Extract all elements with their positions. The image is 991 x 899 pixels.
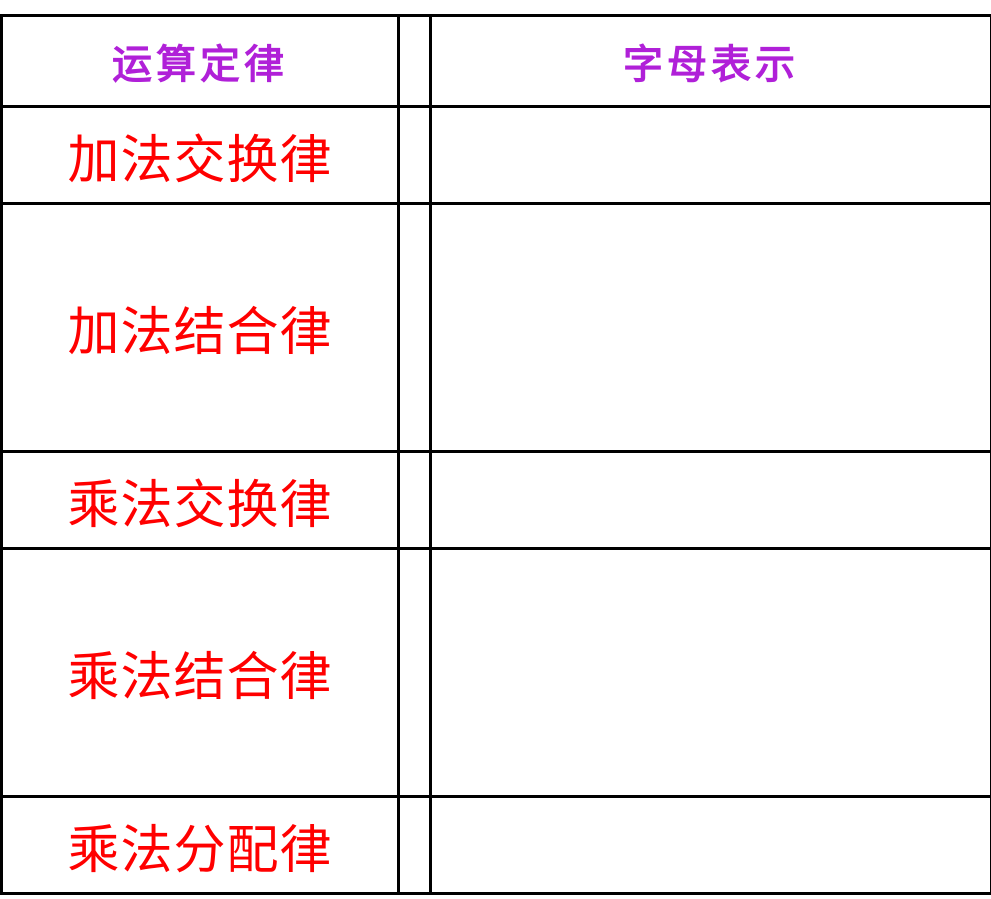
law-name-cell: 乘法结合律 <box>0 547 400 798</box>
table-row: 加法交换律 <box>0 105 991 205</box>
law-name-cell: 加法结合律 <box>0 202 400 453</box>
law-name-cell: 加法交换律 <box>0 105 400 205</box>
table-header-row: 运算定律 字母表示 <box>0 14 991 108</box>
divider-cell <box>397 14 432 108</box>
law-name-cell: 乘法交换律 <box>0 450 400 550</box>
law-name: 加法交换律 <box>67 130 333 191</box>
header-law-cell: 运算定律 <box>0 14 400 108</box>
expression-answer-cell[interactable] <box>429 202 991 453</box>
table-row: 乘法分配律 <box>0 795 991 895</box>
law-name: 乘法交换律 <box>67 475 333 536</box>
header-law-label: 运算定律 <box>112 42 288 88</box>
divider-cell <box>397 795 432 895</box>
expression-answer-cell[interactable] <box>429 547 991 798</box>
expression-answer-cell[interactable] <box>429 795 991 895</box>
law-name-cell: 乘法分配律 <box>0 795 400 895</box>
header-expression-label: 字母表示 <box>623 42 799 88</box>
operation-laws-table: 运算定律 字母表示 加法交换律 加法结合律 <box>0 14 991 895</box>
expression-answer-cell[interactable] <box>429 450 991 550</box>
law-name: 加法结合律 <box>67 303 333 363</box>
divider-cell <box>397 105 432 205</box>
law-name: 乘法分配律 <box>67 820 333 881</box>
divider-cell <box>397 202 432 453</box>
expression-answer-cell[interactable] <box>429 105 991 205</box>
header-expression-cell: 字母表示 <box>429 14 991 108</box>
divider-cell <box>397 450 432 550</box>
table-row: 加法结合律 <box>0 202 991 453</box>
divider-cell <box>397 547 432 798</box>
table-row: 乘法交换律 <box>0 450 991 550</box>
table-row: 乘法结合律 <box>0 547 991 798</box>
law-name: 乘法结合律 <box>67 648 333 708</box>
